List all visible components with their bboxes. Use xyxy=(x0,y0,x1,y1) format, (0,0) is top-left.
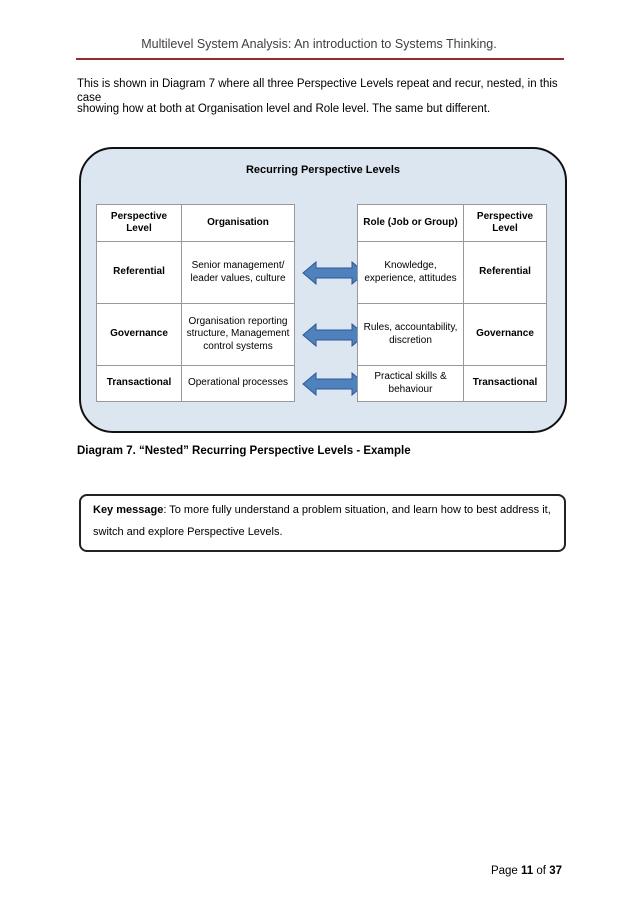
table-row: Practical skills & behaviour Transaction… xyxy=(357,365,547,402)
level-governance: Governance xyxy=(463,303,547,366)
level-governance: Governance xyxy=(96,303,182,366)
header-organisation: Organisation xyxy=(181,204,295,242)
running-header: Multilevel System Analysis: An introduct… xyxy=(141,37,497,51)
key-message-box: Key message: To more fully understand a … xyxy=(79,494,566,552)
page-of: of xyxy=(536,865,546,877)
role-governance-cell: Rules, accountability, discretion xyxy=(357,303,464,366)
role-transactional-cell: Practical skills & behaviour xyxy=(357,365,464,402)
role-table: Role (Job or Group) Perspective Level Kn… xyxy=(357,204,547,402)
table-row: Referential Senior management/ leader va… xyxy=(96,241,295,304)
level-referential: Referential xyxy=(96,241,182,304)
level-transactional: Transactional xyxy=(463,365,547,402)
table-row: Knowledge, experience, attitudes Referen… xyxy=(357,241,547,304)
diagram-caption: Diagram 7. “Nested” Recurring Perspectiv… xyxy=(77,445,411,457)
key-message-label: Key message xyxy=(93,504,164,516)
table-row: Transactional Operational processes xyxy=(96,365,295,402)
role-referential-cell: Knowledge, experience, attitudes xyxy=(357,241,464,304)
current-page: 11 xyxy=(521,865,534,877)
total-pages: 37 xyxy=(549,865,562,877)
org-referential-cell: Senior management/ leader values, cultur… xyxy=(181,241,295,304)
recurring-levels-diagram: Recurring Perspective Levels Perspective… xyxy=(79,147,567,433)
header-divider xyxy=(76,58,564,60)
level-referential: Referential xyxy=(463,241,547,304)
header-role: Role (Job or Group) xyxy=(357,204,464,242)
table-row: Governance Organisation reporting struct… xyxy=(96,303,295,366)
header-perspective-level: Perspective Level xyxy=(96,204,182,242)
page-prefix: Page xyxy=(490,865,518,877)
diagram-title: Recurring Perspective Levels xyxy=(245,164,401,176)
intro-line-2: showing how at both at Organisation leve… xyxy=(77,103,491,115)
organisation-table: Perspective Level Organisation Referenti… xyxy=(96,204,295,402)
page-number: Page 11 of 37 xyxy=(491,865,562,877)
header-perspective-level: Perspective Level xyxy=(463,204,547,242)
org-governance-cell: Organisation reporting structure, Manage… xyxy=(181,303,295,366)
table-row: Rules, accountability, discretion Govern… xyxy=(357,303,547,366)
key-message-text: : To more fully understand a problem sit… xyxy=(93,504,551,538)
intro-line-1: This is shown in Diagram 7 where all thr… xyxy=(77,78,558,104)
org-transactional-cell: Operational processes xyxy=(181,365,295,402)
level-transactional: Transactional xyxy=(96,365,182,402)
